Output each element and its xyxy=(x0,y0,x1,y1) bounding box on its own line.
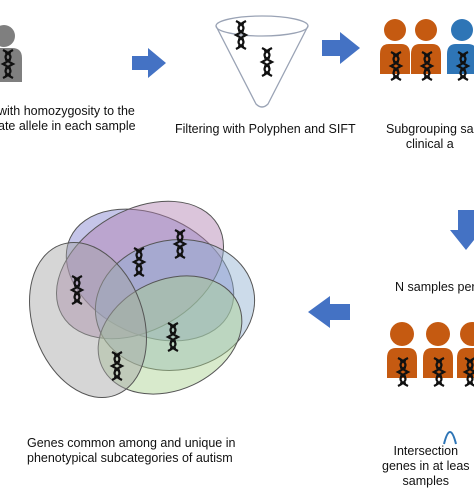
step4-caption: N samples per xyxy=(395,280,474,295)
sample-person-icon xyxy=(0,25,22,82)
step5-caption-line2: genes in at leas xyxy=(382,459,470,473)
arrow-icon xyxy=(132,48,166,78)
arrow-icon xyxy=(308,296,350,328)
step5-caption: Intersection genes in at leas samples xyxy=(382,444,470,489)
step1-caption-line2: ate allele in each sample xyxy=(0,119,136,133)
step6-caption-line1: Genes common among and unique in xyxy=(27,436,236,450)
funnel-icon xyxy=(215,15,309,108)
step6-caption-line2: phenotypical subcategories of autism xyxy=(27,451,233,465)
intersection-people-icon xyxy=(387,322,474,445)
step5-caption-line1: Intersection xyxy=(393,444,459,458)
step3-caption-line1: Subgrouping sa xyxy=(386,122,474,136)
step4-caption-line1: N samples per xyxy=(395,280,474,294)
step2-caption: Filtering with Polyphen and SIFT xyxy=(175,122,356,137)
step1-caption: with homozygosity to the ate allele in e… xyxy=(0,104,136,134)
workflow-diagram xyxy=(0,15,474,445)
step3-caption: Subgrouping sa clinical a xyxy=(386,122,474,152)
step3-caption-line2: clinical a xyxy=(405,137,454,151)
step1-caption-line1: with homozygosity to the xyxy=(0,104,135,118)
subgroup-people-icon xyxy=(380,19,474,82)
step2-caption-line1: Filtering with Polyphen and SIFT xyxy=(175,122,356,136)
venn-diagram xyxy=(29,200,256,398)
step6-caption: Genes common among and unique in phenoty… xyxy=(27,436,236,466)
step5-caption-line3: samples xyxy=(402,474,450,488)
arrow-icon xyxy=(322,32,360,64)
arrow-icon xyxy=(450,210,474,250)
dna-icon xyxy=(260,46,274,78)
